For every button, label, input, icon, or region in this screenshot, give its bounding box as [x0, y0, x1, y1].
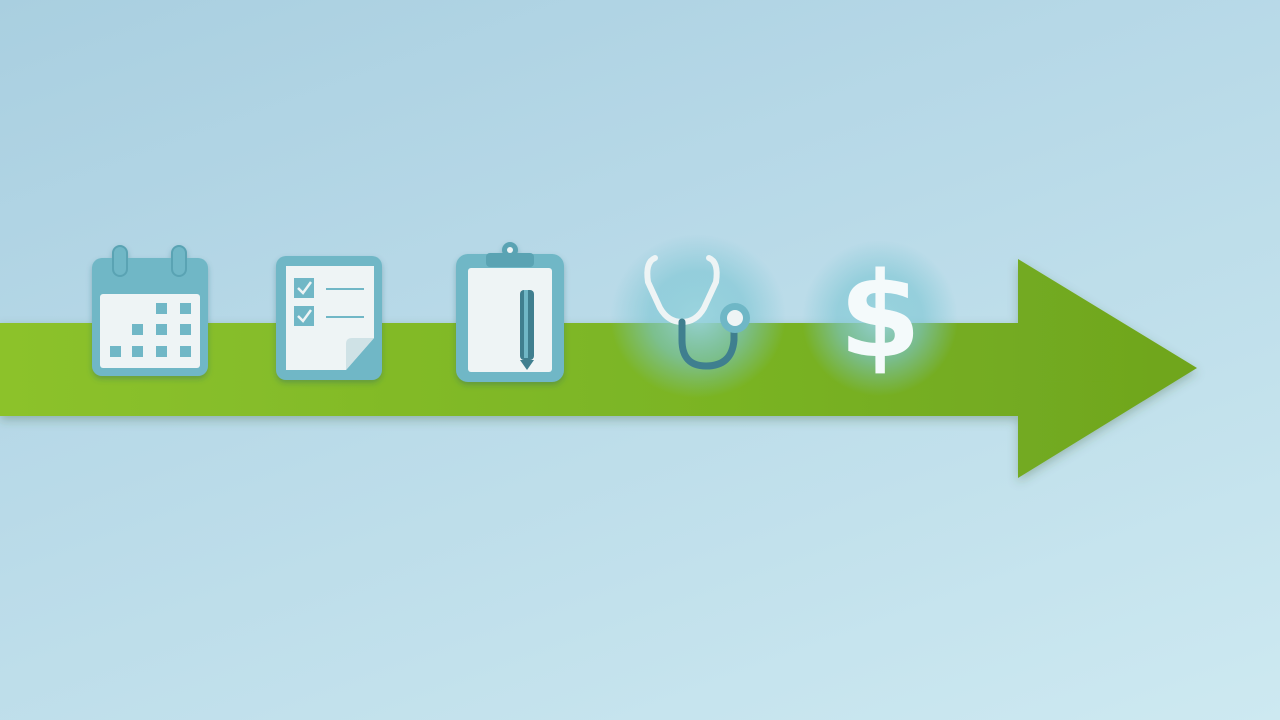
- dollar-glyph: $: [839, 246, 921, 384]
- progress-arrow: [0, 259, 1197, 478]
- checklist-icon: [276, 256, 382, 380]
- calendar-icon: [92, 245, 208, 376]
- clipboard-icon: [456, 242, 564, 382]
- dollar-icon: $: [802, 240, 958, 396]
- stethoscope-icon: [610, 234, 786, 398]
